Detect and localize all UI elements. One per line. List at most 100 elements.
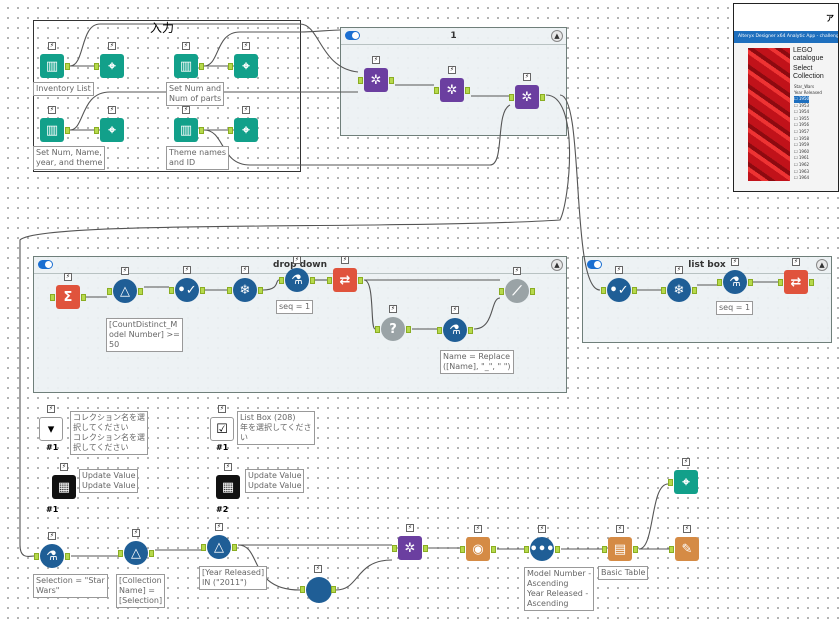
filter-tool-f2[interactable]: △ [124, 541, 148, 565]
input-anchor[interactable] [601, 287, 606, 294]
output-anchor[interactable] [149, 550, 154, 557]
year-option[interactable]: ☐ 1959 [794, 142, 810, 148]
output-anchor[interactable] [331, 586, 336, 593]
crosstab-tool-ct2[interactable]: ❄ [667, 278, 691, 302]
join-tool-j1[interactable]: ✲ [364, 68, 388, 92]
input-anchor[interactable] [94, 127, 99, 134]
select-value[interactable]: Star_Wars [794, 84, 815, 89]
output-anchor[interactable] [81, 294, 86, 301]
output-anchor[interactable] [423, 545, 428, 552]
input-anchor[interactable] [778, 279, 783, 286]
input-anchor[interactable] [327, 277, 332, 284]
year-option[interactable]: ☐ 1954 [794, 109, 810, 115]
formula-tool-fm1[interactable]: ⚗ [285, 268, 309, 292]
year-option[interactable]: ☐ 1953 [794, 102, 810, 108]
join-tool-j3[interactable]: ✲ [515, 85, 539, 109]
dynrename-tool-dr2[interactable]: ⇄ [784, 270, 808, 294]
output-anchor[interactable] [65, 127, 70, 134]
table-tool-tbl[interactable]: ▤ [608, 537, 632, 561]
input-anchor[interactable] [499, 288, 504, 295]
input-anchor[interactable] [34, 553, 39, 560]
input-tool-in3[interactable]: ▥ [174, 54, 198, 78]
input-anchor[interactable] [668, 479, 673, 486]
dropdown-tool-dd[interactable]: ▾ [39, 417, 63, 441]
output-anchor[interactable] [632, 287, 637, 294]
append-tool-ap1[interactable]: ⟋ [505, 279, 529, 303]
report-tool-rpt[interactable]: ✎ [675, 537, 699, 561]
output-anchor[interactable] [358, 277, 363, 284]
output-anchor[interactable] [465, 87, 470, 94]
container-toggle[interactable] [38, 260, 53, 269]
input-anchor[interactable] [50, 294, 55, 301]
input-anchor[interactable] [107, 288, 112, 295]
year-option[interactable]: ☐ 1961 [794, 155, 810, 161]
collapse-icon[interactable]: ▲ [816, 259, 828, 271]
filter-tool-f3[interactable]: △ [207, 535, 231, 559]
output-anchor[interactable] [530, 288, 535, 295]
output-anchor[interactable] [65, 553, 70, 560]
year-list[interactable]: ☐ 1950☐ 1953☐ 1954☐ 1955☐ 1956☐ 1957☐ 19… [794, 96, 810, 182]
app-preview-window[interactable]: ア Alteryx Designer x64 Analytic App - ch… [733, 3, 839, 192]
input-anchor[interactable] [169, 287, 174, 294]
year-option[interactable]: ☐ 1964 [794, 175, 810, 181]
input-anchor[interactable] [201, 544, 206, 551]
input-anchor[interactable] [118, 550, 123, 557]
input-anchor[interactable] [460, 546, 465, 553]
browse-tool-br5[interactable]: ⌖ [674, 470, 698, 494]
input-anchor[interactable] [358, 77, 363, 84]
input-anchor[interactable] [392, 545, 397, 552]
input-anchor[interactable] [717, 279, 722, 286]
output-anchor[interactable] [389, 77, 394, 84]
output-anchor[interactable] [310, 277, 315, 284]
output-anchor[interactable] [232, 544, 237, 551]
year-option[interactable]: ☐ 1956 [794, 122, 810, 128]
output-anchor[interactable] [555, 546, 560, 553]
input-anchor[interactable] [661, 287, 666, 294]
output-anchor[interactable] [258, 287, 263, 294]
formula-tool-fm3[interactable]: ⚗ [723, 270, 747, 294]
year-option[interactable]: ☐ 1957 [794, 128, 810, 134]
formula-tool-fm2[interactable]: ⚗ [443, 318, 467, 342]
summarize-tool-sum[interactable]: Σ [56, 285, 80, 309]
input-anchor[interactable] [279, 277, 284, 284]
browse-tool-br1[interactable]: ⌖ [100, 54, 124, 78]
input-anchor[interactable] [509, 94, 514, 101]
year-option[interactable]: ☐ 1963 [794, 168, 810, 174]
dynrename-tool-dr1[interactable]: ⇄ [333, 268, 357, 292]
input-anchor[interactable] [437, 327, 442, 334]
action-tool-ac2[interactable]: ▦ [216, 475, 240, 499]
input-container[interactable] [33, 20, 301, 172]
render-tool-rnd[interactable]: ◉ [466, 537, 490, 561]
input-anchor[interactable] [94, 63, 99, 70]
join-tool-j2[interactable]: ✲ [440, 78, 464, 102]
output-anchor[interactable] [468, 327, 473, 334]
formula-tool-fm4[interactable]: ⚗ [40, 544, 64, 568]
output-anchor[interactable] [200, 287, 205, 294]
sort-tool-srt[interactable]: ••• [530, 537, 554, 561]
output-anchor[interactable] [199, 63, 204, 70]
output-anchor[interactable] [406, 326, 411, 333]
collapse-icon[interactable]: ▲ [551, 30, 563, 42]
container-toggle[interactable] [587, 260, 602, 269]
output-anchor[interactable] [692, 287, 697, 294]
test-tool-tst[interactable]: ? [381, 317, 405, 341]
input-anchor[interactable] [375, 326, 380, 333]
output-anchor[interactable] [138, 288, 143, 295]
container-toggle[interactable] [345, 31, 360, 40]
input-tool-in2[interactable]: ▥ [40, 118, 64, 142]
unique-tool-u1[interactable]: •✓ [175, 278, 199, 302]
crosstab-tool-ct1[interactable]: ❄ [233, 278, 257, 302]
listbox-tool-lb[interactable]: ☑ [210, 417, 234, 441]
filter-tool-f1[interactable]: △ [113, 279, 137, 303]
collapse-icon[interactable]: ▲ [551, 259, 563, 271]
input-anchor[interactable] [434, 87, 439, 94]
year-option[interactable]: ☐ 1950 [794, 96, 810, 103]
input-anchor[interactable] [228, 63, 233, 70]
input-anchor[interactable] [227, 287, 232, 294]
unique-tool-u2[interactable]: •✓ [607, 278, 631, 302]
input-anchor[interactable] [524, 546, 529, 553]
output-anchor[interactable] [540, 94, 545, 101]
year-option[interactable]: ☐ 1960 [794, 148, 810, 154]
join-tool-j4[interactable]: ✲ [398, 536, 422, 560]
input-anchor[interactable] [228, 127, 233, 134]
